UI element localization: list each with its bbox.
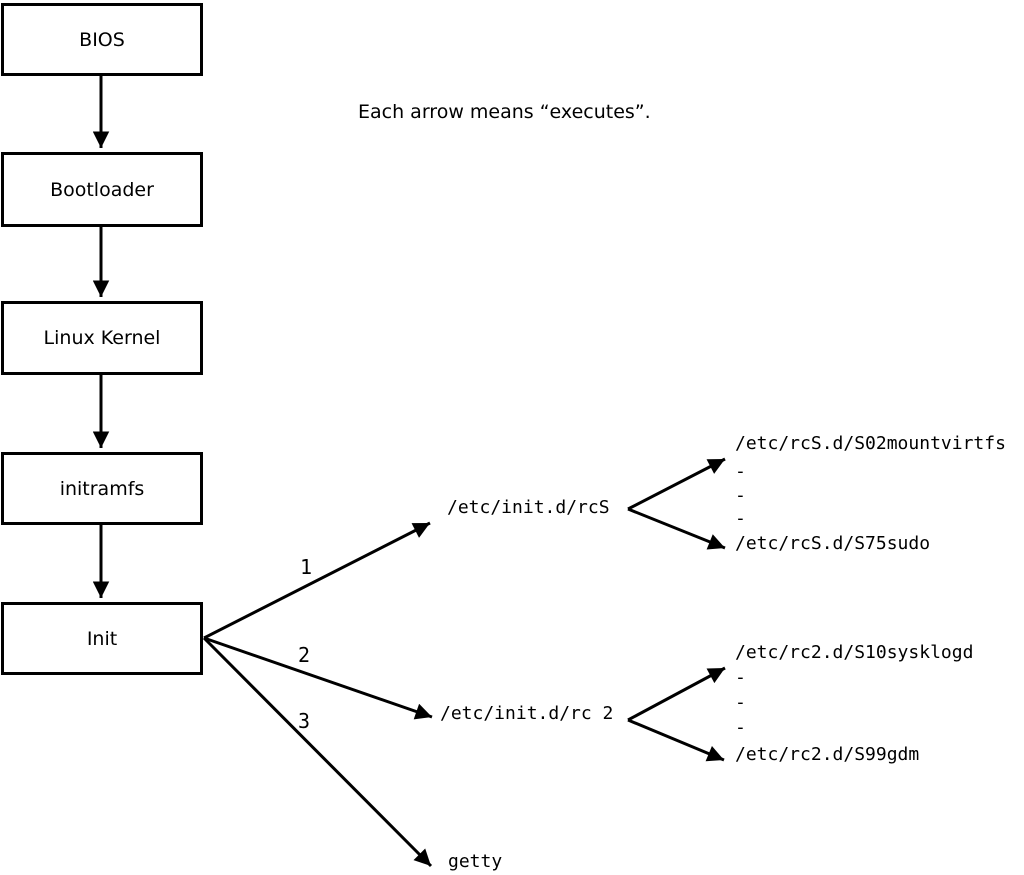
leaf-s99gdm: /etc/rc2.d/S99gdm <box>735 744 920 765</box>
node-getty: getty <box>448 851 503 872</box>
box-bios-label: BIOS <box>79 28 125 51</box>
legend-note: Each arrow means “executes”. <box>358 101 651 123</box>
box-init: Init <box>1 602 203 675</box>
box-bios: BIOS <box>1 3 203 76</box>
box-initramfs: initramfs <box>1 452 203 525</box>
box-init-label: Init <box>86 627 118 650</box>
leaf-rcs-ellipsis-dash: - <box>735 485 746 506</box>
leaf-rcs-ellipsis-dash: - <box>735 461 746 482</box>
arrow-rc2-to-s99gdm <box>627 718 725 762</box>
node-init-d-rcs: /etc/init.d/rcS <box>447 497 610 518</box>
leaf-s02mountvirtfs: /etc/rcS.d/S02mountvirtfs <box>735 433 1006 454</box>
arrow-init-to-getty <box>202 636 433 868</box>
box-bootloader: Bootloader <box>1 152 203 227</box>
arrow-init-to-rc2 <box>203 636 433 720</box>
leaf-rc2-ellipsis-dash: - <box>735 667 746 688</box>
branch-3-number: 3 <box>298 709 311 733</box>
leaf-rcs-ellipsis-dash: - <box>735 508 746 529</box>
arrow-rc2-to-s10sysklogd <box>627 666 726 722</box>
box-linux-kernel: Linux Kernel <box>1 301 203 375</box>
leaf-rc2-ellipsis-dash: - <box>735 692 746 713</box>
box-initramfs-label: initramfs <box>59 477 145 500</box>
arrow-rcs-to-s02mountvirtfs <box>627 457 726 511</box>
box-linux-kernel-label: Linux Kernel <box>43 327 161 349</box>
branch-2-number: 2 <box>298 643 311 667</box>
arrow-init-to-rcs <box>203 521 431 640</box>
branch-1-number: 1 <box>300 555 313 579</box>
leaf-rc2-ellipsis-dash: - <box>735 717 746 738</box>
arrow-rcs-to-s75sudo <box>627 507 726 550</box>
leaf-s10sysklogd: /etc/rc2.d/S10sysklogd <box>735 642 974 663</box>
box-bootloader-label: Bootloader <box>50 178 154 201</box>
leaf-s75sudo: /etc/rcS.d/S75sudo <box>735 533 931 554</box>
node-init-d-rc2: /etc/init.d/rc 2 <box>440 703 614 724</box>
